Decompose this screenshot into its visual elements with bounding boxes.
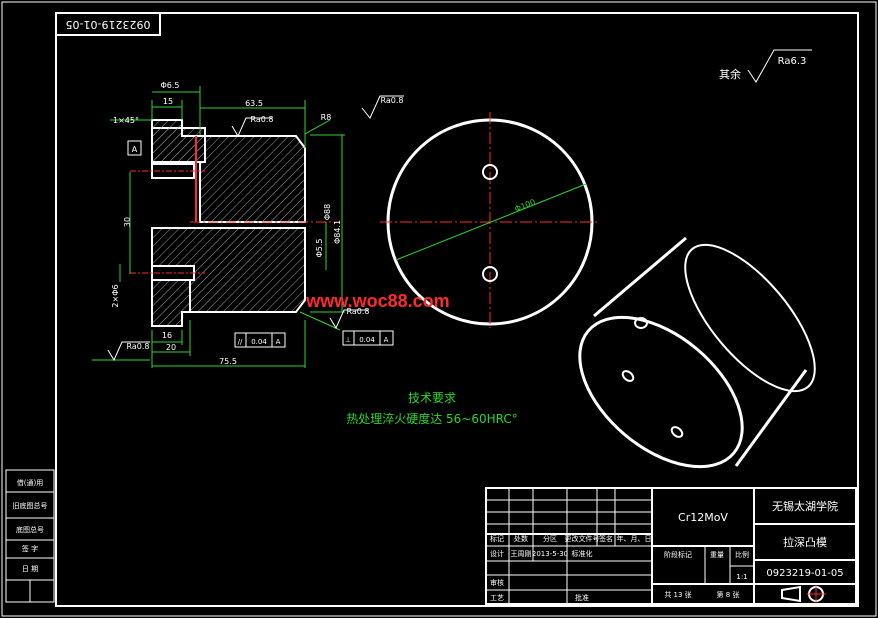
finish-top-middle: Ra0.8 [250, 115, 273, 124]
tb-header-5: 年、月、日 [617, 534, 652, 543]
inner-frame [55, 12, 859, 607]
tb-designer: 王周刚 [511, 549, 532, 558]
dim-16: 16 [162, 331, 172, 340]
bolt-hole-bottom [482, 266, 498, 282]
dim-r8: R8 [321, 113, 332, 122]
finish-rest-label: 其余 [719, 67, 741, 81]
svg-text:0.04: 0.04 [251, 338, 267, 346]
svg-text://: // [238, 338, 243, 346]
dim-5-5: Φ5.5 [315, 238, 324, 257]
dim-phi-right: Φ84.1 [333, 220, 342, 244]
dim-20: 20 [166, 343, 176, 352]
side-table-cell-1: 旧底图总号 [13, 501, 48, 510]
tb-header-2: 分区 [543, 534, 557, 543]
svg-text:A: A [276, 338, 281, 346]
tb-material: Cr12MoV [678, 511, 728, 524]
section-view: Φ6.5 15 63.5 1×45° R8 30 2×Φ6 16 20 75.5… [92, 81, 404, 368]
dim-2x6: 2×Φ6 [111, 284, 120, 307]
tb-header-1: 处数 [514, 534, 528, 543]
finish-top-right: Ra0.8 [380, 96, 403, 105]
svg-text:A: A [384, 336, 389, 344]
tb-stage-label: 阶段标记 [664, 550, 692, 559]
svg-text:⊥: ⊥ [345, 336, 351, 344]
tb-sheet-total: 共 13 张 [664, 590, 691, 599]
tolerance-parallel: // 0.04 A [234, 332, 286, 348]
tb-approve-label: 批准 [575, 593, 589, 602]
finish-rest-value: Ra6.3 [778, 56, 807, 67]
dim-63-5: 63.5 [245, 99, 263, 108]
watermark: www.woc88.com [305, 291, 449, 311]
tb-check-label: 审核 [490, 578, 504, 587]
tb-part-name: 拉深凸模 [783, 535, 827, 549]
side-table: 借(通)用 旧底图总号 底图总号 签 字 日 期 [5, 469, 55, 603]
bolt-hole-top [482, 164, 498, 180]
side-table-cell-3: 签 字 [22, 544, 38, 553]
tb-design-label: 设计 [490, 549, 504, 558]
title-block [485, 487, 857, 605]
notes-line1: 热处理淬火硬度达 56~60HRC° [346, 411, 518, 426]
side-table-cell-4: 日 期 [22, 565, 38, 573]
projection-symbol-icon [781, 585, 826, 603]
tb-design-date: 2013-5-30 [532, 550, 568, 558]
tb-header-4: 签名 [599, 534, 613, 543]
datum-label: A [132, 145, 138, 154]
tb-drawing-no: 0923219-01-05 [766, 568, 843, 579]
dim-36-5: Φ6.5 [160, 81, 179, 90]
tb-header-0: 标记 [490, 534, 504, 543]
tb-header-3: 更改文件号 [565, 534, 600, 543]
flange-upper [151, 119, 206, 163]
datum-box [127, 140, 142, 156]
tb-std-label: 标准化 [572, 549, 593, 558]
tolerance-perp: ⊥ 0.04 A [342, 330, 394, 346]
tb-scale-label: 比例 [735, 550, 749, 559]
dim-30: 30 [123, 217, 132, 227]
notes-title: 技术要求 [408, 391, 456, 405]
tb-process-label: 工艺 [490, 594, 504, 602]
isometric-view [578, 236, 816, 469]
dim-15: 15 [163, 97, 173, 106]
tb-weight-label: 重量 [710, 551, 724, 559]
tb-scale-value: 1:1 [736, 573, 747, 581]
tb-school: 无锡太湖学院 [772, 499, 838, 513]
dim-circle: Φ100 [513, 197, 536, 213]
dim-chamfer: 1×45° [113, 116, 139, 125]
finish-bottom-right: Ra0.8 [346, 307, 369, 316]
svg-text:0.04: 0.04 [359, 336, 375, 344]
drawing-number-rotated: 0923219-01-05 [66, 18, 151, 31]
finish-bottom-left: Ra0.8 [126, 342, 149, 351]
side-table-cell-0: 借(通)用 [17, 478, 43, 487]
dim-75-5: 75.5 [219, 357, 237, 366]
dim-phi-right2: Φ88 [323, 204, 332, 220]
drawing-number-box: 0923219-01-05 [55, 12, 161, 36]
tb-sheet-no: 第 8 张 [717, 590, 740, 599]
general-finish: 其余 Ra6.3 [719, 49, 812, 83]
side-table-cell-2: 底图总号 [16, 525, 44, 534]
flange-lower [151, 279, 191, 327]
